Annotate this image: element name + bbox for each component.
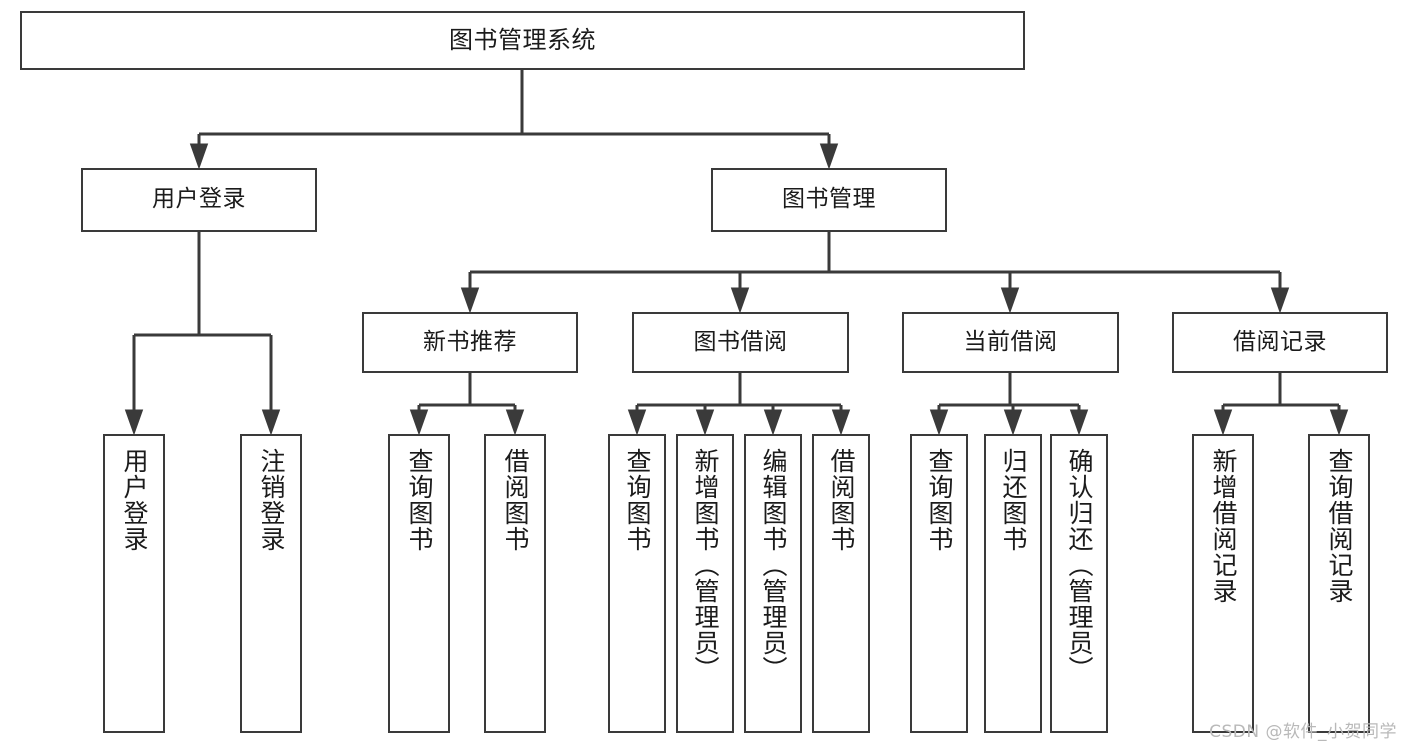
node-book-management-label: 图书管理 [782,186,876,213]
leaf-node[interactable]: 借阅图书 [812,434,870,733]
node-user-login-label: 用户登录 [152,186,246,213]
leaf-node[interactable]: 归还图书 [984,434,1042,733]
leaf-node-label: 新增图书（管理员） [691,448,720,682]
leaf-node[interactable]: 新增借阅记录 [1192,434,1254,733]
leaf-node-label: 注销登录 [257,448,286,552]
leaf-node-label: 确认归还（管理员） [1065,448,1094,682]
leaf-node[interactable]: 确认归还（管理员） [1050,434,1108,733]
leaf-node[interactable]: 查询图书 [388,434,450,733]
node-new-book-recommend-label: 新书推荐 [423,328,517,355]
leaf-node-label: 查询图书 [925,448,954,552]
leaf-node[interactable]: 查询借阅记录 [1308,434,1370,733]
node-borrow-record[interactable]: 借阅记录 [1172,312,1388,373]
node-new-book-recommend[interactable]: 新书推荐 [362,312,578,373]
leaf-node-label: 新增借阅记录 [1209,448,1238,604]
node-root-label: 图书管理系统 [449,26,596,55]
leaf-node-label: 编辑图书（管理员） [759,448,788,682]
leaf-node[interactable]: 新增图书（管理员） [676,434,734,733]
leaf-node-label: 用户登录 [120,448,149,552]
node-current-borrow[interactable]: 当前借阅 [902,312,1119,373]
node-book-borrow-label: 图书借阅 [693,328,788,355]
leaf-node[interactable]: 编辑图书（管理员） [744,434,802,733]
leaf-node-label: 查询图书 [405,448,434,552]
node-root-system[interactable]: 图书管理系统 [20,11,1025,70]
node-current-borrow-label: 当前借阅 [963,328,1058,355]
leaf-node-label: 借阅图书 [827,448,856,552]
leaf-node[interactable]: 注销登录 [240,434,302,733]
node-book-borrow[interactable]: 图书借阅 [632,312,849,373]
leaf-node-label: 查询借阅记录 [1325,448,1354,604]
leaf-node-label: 归还图书 [999,448,1028,552]
node-borrow-record-label: 借阅记录 [1233,328,1327,355]
node-book-management[interactable]: 图书管理 [711,168,947,232]
leaf-node[interactable]: 查询图书 [608,434,666,733]
leaf-node-label: 查询图书 [623,448,652,552]
leaf-node[interactable]: 查询图书 [910,434,968,733]
node-user-login[interactable]: 用户登录 [81,168,317,232]
leaf-node-label: 借阅图书 [501,448,530,552]
leaf-node[interactable]: 借阅图书 [484,434,546,733]
leaf-node[interactable]: 用户登录 [103,434,165,733]
